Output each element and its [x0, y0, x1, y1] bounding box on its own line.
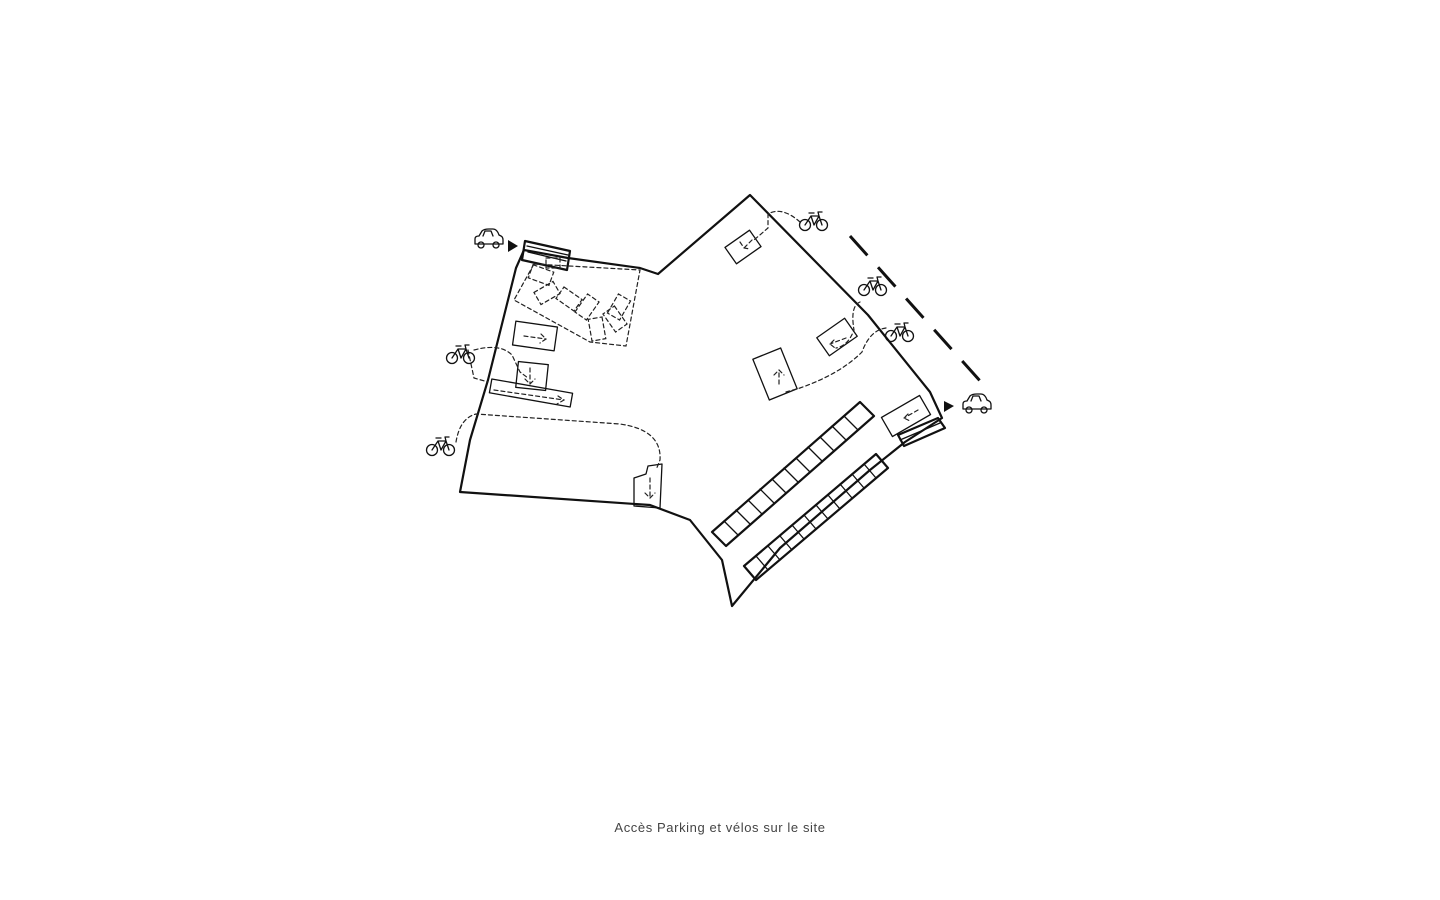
bike-shelter-south	[633, 463, 663, 509]
bike-shelter-north	[724, 229, 762, 265]
diagram-caption: Accès Parking et vélos sur le site	[614, 820, 826, 835]
entrance-gate-east	[896, 416, 947, 448]
bicycle-icon	[857, 276, 888, 297]
bike-lane-strip	[488, 378, 574, 408]
bike-path-center	[785, 327, 887, 393]
bike-path-west	[473, 346, 529, 379]
triangle-marker-icon	[944, 401, 954, 412]
bike-shelter-east	[816, 317, 858, 357]
parked-cars	[527, 257, 632, 342]
bike-shelter-west-1	[511, 320, 559, 352]
bike-shelter-west-2	[515, 360, 549, 392]
bike-path-north	[753, 210, 801, 241]
bicycle-icon	[425, 436, 456, 457]
triangle-marker-icon	[508, 240, 518, 252]
car-icon	[474, 228, 504, 249]
bike-shelter-center	[752, 347, 798, 401]
bike-path-south	[455, 413, 661, 471]
parking-zone-dashed	[513, 263, 641, 347]
bike-path-west-branch	[467, 349, 489, 383]
site-boundary	[458, 193, 944, 608]
bicycle-icon	[798, 211, 829, 232]
road-edge-line	[848, 234, 992, 394]
parking-row-lower	[742, 452, 890, 582]
bicycle-icon	[884, 322, 915, 343]
car-icon	[962, 393, 992, 414]
bike-path-east	[835, 301, 861, 349]
parking-row-upper	[710, 400, 876, 548]
gatehouse-east	[880, 394, 932, 438]
